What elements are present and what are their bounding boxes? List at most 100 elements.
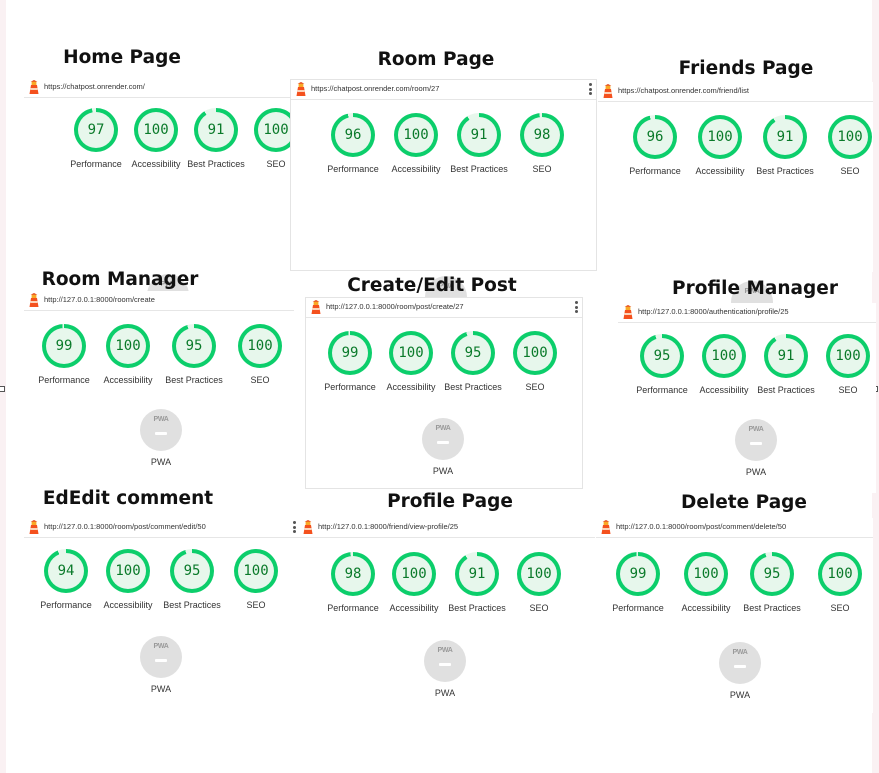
score-ring: 100 [394, 113, 438, 157]
score-gauge-best-practices[interactable]: 95 Best Practices [743, 552, 801, 614]
score-gauge-best-practices[interactable]: 95 Best Practices [444, 331, 502, 393]
score-label: Best Practices [756, 166, 814, 176]
pwa-gauge[interactable]: PWA PWA [424, 640, 466, 698]
page-url[interactable]: http://127.0.0.1:8000/room/post/comment/… [616, 522, 787, 531]
score-ring: 98 [331, 552, 375, 596]
score-value: 95 [176, 328, 212, 364]
page-url[interactable]: http://127.0.0.1:8000/authentication/pro… [638, 307, 789, 316]
score-gauge-seo[interactable]: 100 SEO [828, 115, 872, 177]
url-bar: https://chatpost.onrender.com/friend/lis… [598, 82, 873, 102]
page-url[interactable]: http://127.0.0.1:8000/room/post/comment/… [44, 522, 206, 531]
score-label: Accessibility [103, 375, 153, 385]
score-ring: 100 [684, 552, 728, 596]
score-ring: 98 [520, 113, 564, 157]
page-url[interactable]: https://chatpost.onrender.com/ [44, 82, 145, 91]
score-ring: 91 [457, 113, 501, 157]
page-url[interactable]: http://127.0.0.1:8000/room/create [44, 295, 155, 304]
score-gauge-best-practices[interactable]: 91 Best Practices [757, 334, 815, 396]
score-ring: 91 [764, 334, 808, 378]
page-url[interactable]: https://chatpost.onrender.com/friend/lis… [618, 86, 749, 95]
score-ring: 100 [134, 108, 178, 152]
lighthouse-icon [29, 520, 39, 534]
score-gauge-performance[interactable]: 97 Performance [70, 108, 122, 170]
page-url[interactable]: http://127.0.0.1:8000/friend/view-profil… [318, 522, 459, 531]
more-options-icon[interactable] [575, 301, 578, 315]
score-gauge-best-practices[interactable]: 91 Best Practices [187, 108, 245, 170]
url-bar: http://127.0.0.1:8000/room/post/create/2… [306, 298, 582, 318]
score-gauge-performance[interactable]: 96 Performance [629, 115, 681, 177]
score-value: 100 [242, 328, 278, 364]
score-ring: 91 [763, 115, 807, 159]
pwa-gauge[interactable]: PWA PWA [735, 419, 777, 477]
score-ring: 100 [702, 334, 746, 378]
pwa-label: PWA [150, 457, 172, 467]
score-label: SEO [250, 375, 270, 385]
score-gauge-seo[interactable]: 100 SEO [234, 549, 278, 611]
score-label: Best Practices [450, 164, 508, 174]
score-label: SEO [532, 164, 552, 174]
score-gauge-accessibility[interactable]: 100 Accessibility [391, 113, 441, 175]
url-bar: http://127.0.0.1:8000/room/create [24, 291, 294, 311]
pwa-label: PWA [729, 690, 751, 700]
pwa-gauge[interactable]: PWA PWA [719, 642, 761, 700]
score-gauge-performance[interactable]: 98 Performance [327, 552, 379, 614]
score-gauge-accessibility[interactable]: 100 Accessibility [386, 331, 436, 393]
score-gauge-best-practices[interactable]: 95 Best Practices [165, 324, 223, 386]
pwa-dash [437, 441, 449, 444]
score-label: SEO [525, 382, 545, 392]
score-label: Performance [38, 375, 90, 385]
score-gauge-performance[interactable]: 99 Performance [612, 552, 664, 614]
pwa-label: PWA [434, 688, 456, 698]
panel-title-room-manager: Room Manager [41, 269, 199, 290]
more-options-icon[interactable] [293, 521, 296, 535]
score-gauge-best-practices[interactable]: 95 Best Practices [163, 549, 221, 611]
score-label: Accessibility [386, 382, 436, 392]
score-gauge-performance[interactable]: 94 Performance [40, 549, 92, 611]
score-label: Performance [327, 164, 379, 174]
score-label: Best Practices [187, 159, 245, 169]
score-gauge-accessibility[interactable]: 100 Accessibility [103, 324, 153, 386]
score-gauge-seo[interactable]: 100 SEO [517, 552, 561, 614]
score-ring: 99 [328, 331, 372, 375]
score-value: 100 [398, 117, 434, 153]
score-gauge-best-practices[interactable]: 91 Best Practices [448, 552, 506, 614]
lighthouse-panel-profile-manager: http://127.0.0.1:8000/authentication/pro… [618, 303, 876, 493]
score-label: Performance [636, 385, 688, 395]
score-gauge-seo[interactable]: 100 SEO [818, 552, 862, 614]
score-gauge-seo[interactable]: 100 SEO [238, 324, 282, 386]
page-url[interactable]: http://127.0.0.1:8000/room/post/create/2… [326, 302, 464, 311]
score-gauge-performance[interactable]: 96 Performance [327, 113, 379, 175]
score-label: Accessibility [681, 603, 731, 613]
score-gauge-accessibility[interactable]: 100 Accessibility [389, 552, 439, 614]
pwa-gauge[interactable]: PWA PWA [140, 409, 182, 467]
pwa-gauge[interactable]: PWA PWA [422, 418, 464, 476]
score-gauge-performance[interactable]: 99 Performance [38, 324, 90, 386]
score-gauge-accessibility[interactable]: 100 Accessibility [131, 108, 181, 170]
score-gauge-accessibility[interactable]: 100 Accessibility [695, 115, 745, 177]
score-gauge-seo[interactable]: 98 SEO [520, 113, 564, 175]
pwa-gauge[interactable]: PWA PWA [140, 636, 182, 694]
score-label: SEO [529, 603, 549, 613]
panel-title-create-edit-post: Create/Edit Post [347, 275, 517, 296]
score-gauge-performance[interactable]: 99 Performance [324, 331, 376, 393]
score-gauge-accessibility[interactable]: 100 Accessibility [103, 549, 153, 611]
score-label: Best Practices [448, 603, 506, 613]
score-gauge-performance[interactable]: 95 Performance [636, 334, 688, 396]
score-gauge-accessibility[interactable]: 100 Accessibility [699, 334, 749, 396]
score-value: 100 [521, 556, 557, 592]
score-gauge-best-practices[interactable]: 91 Best Practices [756, 115, 814, 177]
resize-handle-left[interactable] [0, 386, 5, 392]
score-gauge-seo[interactable]: 100 SEO [513, 331, 557, 393]
page-url[interactable]: https://chatpost.onrender.com/room/27 [311, 84, 440, 93]
score-label: Best Practices [743, 603, 801, 613]
score-gauge-seo[interactable]: 100 SEO [826, 334, 870, 396]
score-ring: 97 [74, 108, 118, 152]
more-options-icon[interactable] [589, 83, 592, 97]
score-value: 95 [455, 335, 491, 371]
score-gauge-best-practices[interactable]: 91 Best Practices [450, 113, 508, 175]
score-label: Performance [324, 382, 376, 392]
score-gauge-accessibility[interactable]: 100 Accessibility [681, 552, 731, 614]
score-value: 100 [138, 112, 174, 148]
lighthouse-panel-room-manager: http://127.0.0.1:8000/room/create 99 Per… [24, 291, 294, 481]
lighthouse-icon [296, 82, 306, 96]
